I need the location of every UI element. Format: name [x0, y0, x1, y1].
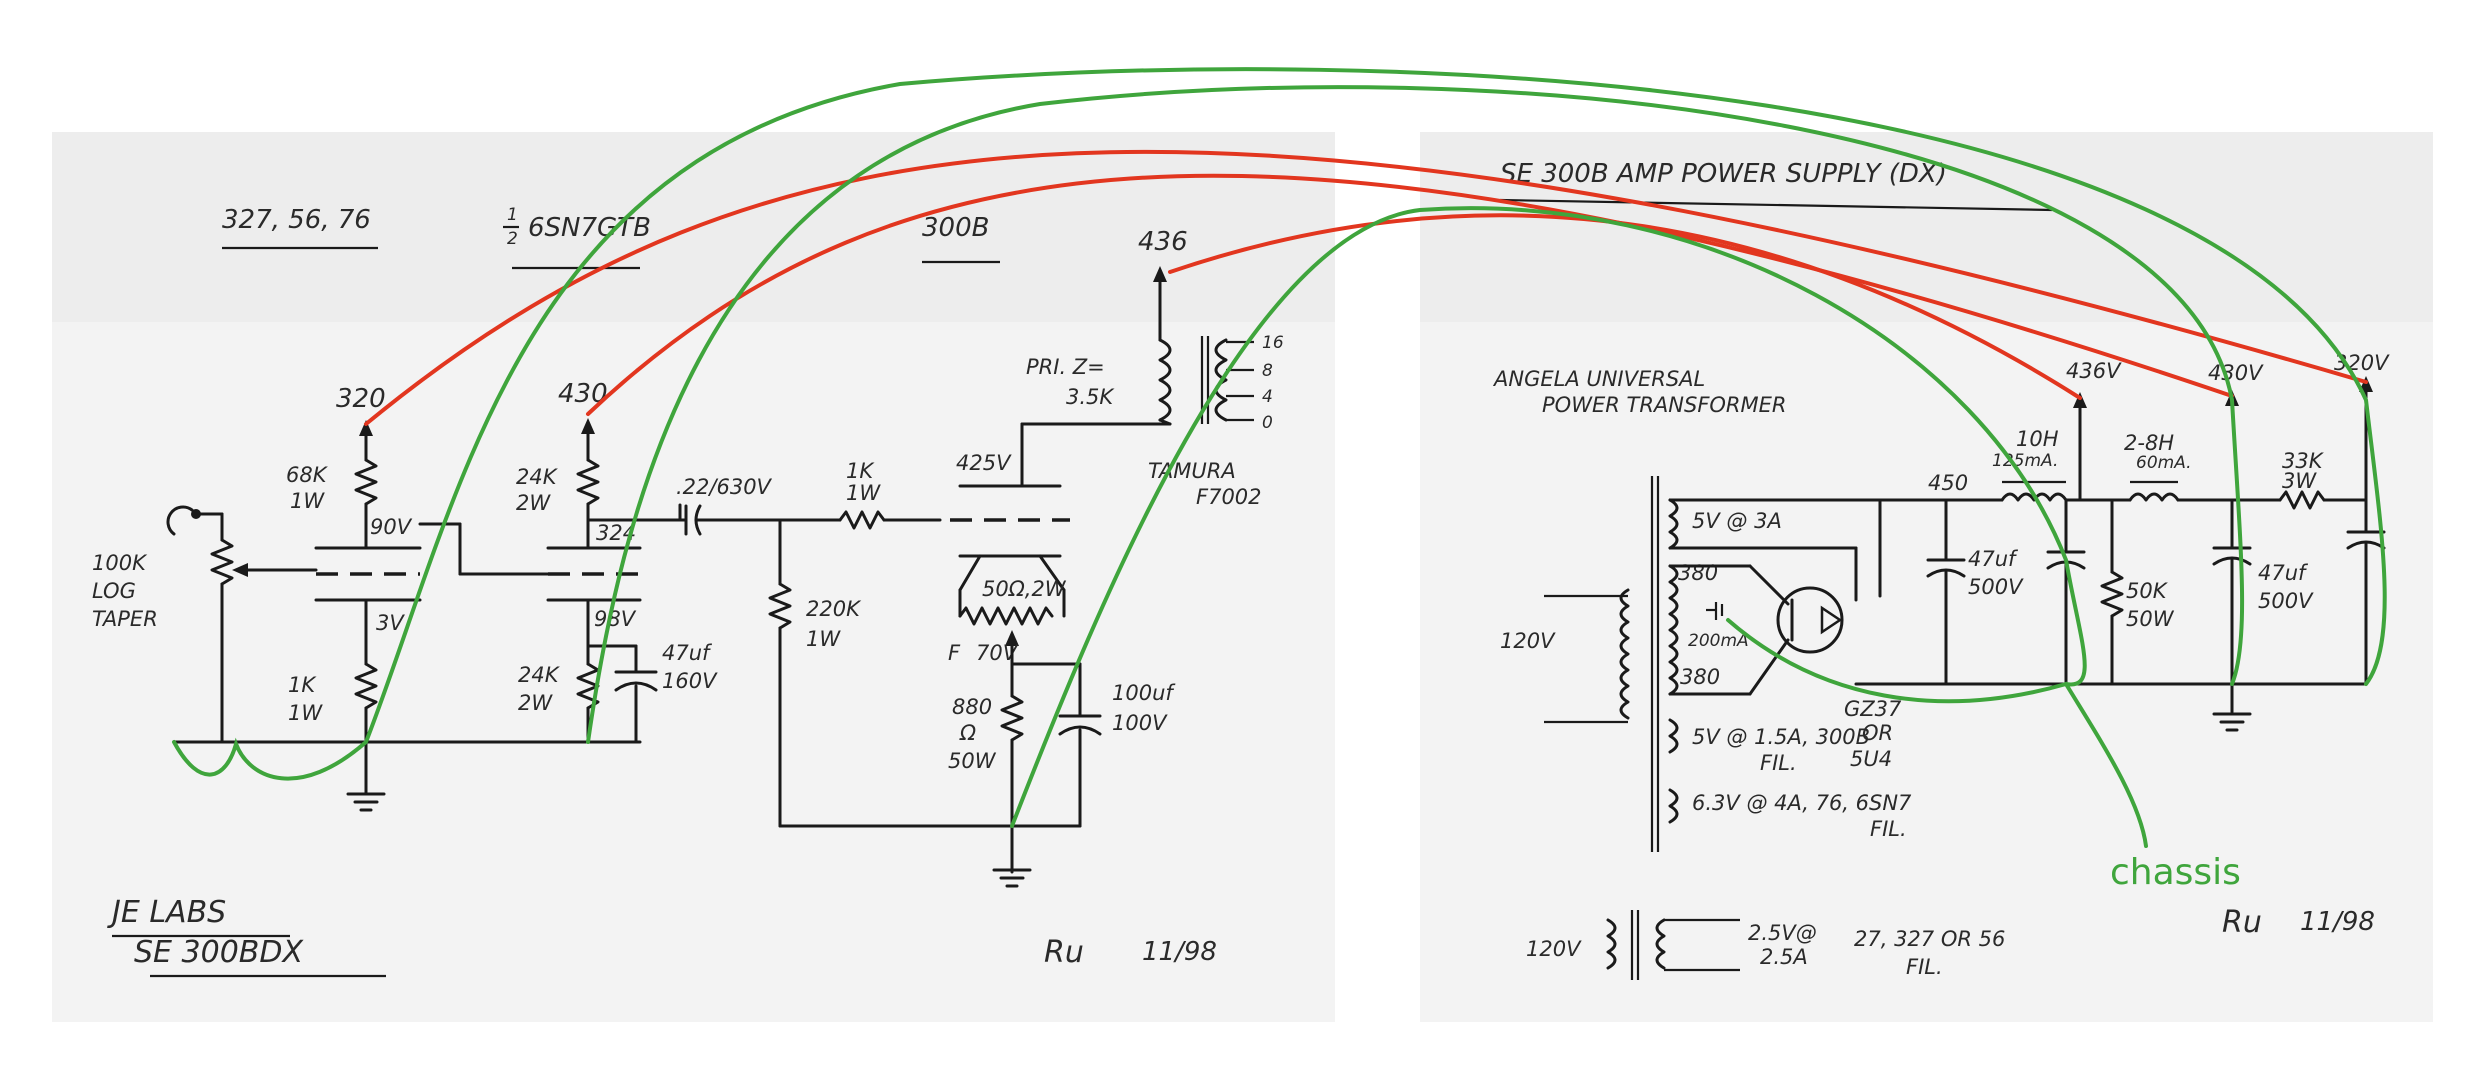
svg-text:2W: 2W: [516, 491, 551, 515]
output-436v: 436V: [2066, 359, 2122, 383]
svg-text:50W: 50W: [948, 749, 997, 773]
svg-text:125mA.: 125mA.: [1992, 451, 2058, 471]
svg-text:F: F: [948, 641, 961, 665]
ps-signature: Ru: [2222, 905, 2262, 940]
svg-text:380: 380: [1680, 665, 1720, 689]
svg-text:47uf: 47uf: [662, 641, 713, 665]
svg-text:5U4: 5U4: [1850, 747, 1892, 771]
svg-text:PRI. Z=: PRI. Z=: [1026, 355, 1105, 379]
header-rectifier-tubes: 327, 56, 76: [222, 205, 371, 235]
svg-text:90V: 90V: [370, 515, 413, 539]
svg-text:50K: 50K: [2126, 579, 2169, 603]
svg-text:1K: 1K: [846, 459, 875, 483]
svg-text:GZ37: GZ37: [1844, 697, 1902, 721]
svg-text:47uf: 47uf: [2258, 561, 2309, 585]
svg-text:.22/630V: .22/630V: [676, 475, 773, 499]
svg-text:100uf: 100uf: [1112, 681, 1176, 705]
link-320v: [364, 149, 2368, 426]
svg-text:1K: 1K: [288, 673, 317, 697]
svg-text:2.5V@: 2.5V@: [1748, 921, 1817, 945]
svg-text:F7002: F7002: [1196, 485, 1262, 509]
svg-text:POWER TRANSFORMER: POWER TRANSFORMER: [1542, 393, 1787, 417]
svg-text:2.5A: 2.5A: [1760, 945, 1808, 969]
link-436v: [1168, 213, 2082, 400]
svg-text:33K: 33K: [2282, 449, 2325, 473]
svg-text:FIL.: FIL.: [1906, 955, 1943, 979]
svg-text:24K: 24K: [516, 465, 559, 489]
svg-text:LOG: LOG: [92, 579, 136, 603]
svg-text:160V: 160V: [662, 669, 718, 693]
svg-text:OR: OR: [1862, 721, 1893, 745]
svg-text:1W: 1W: [806, 627, 841, 651]
svg-text:1W: 1W: [290, 489, 325, 513]
signature: Ru: [1044, 935, 1084, 970]
svg-text:FIL.: FIL.: [1760, 751, 1797, 775]
svg-text:FIL.: FIL.: [1870, 817, 1907, 841]
svg-text:68K: 68K: [286, 463, 329, 487]
svg-text:6.3V @ 4A, 76, 6SN7: 6.3V @ 4A, 76, 6SN7: [1692, 791, 1912, 815]
svg-text:16: 16: [1262, 333, 1284, 353]
svg-text:5V @ 3A: 5V @ 3A: [1692, 509, 1782, 533]
svg-text:100V: 100V: [1112, 711, 1168, 735]
ground-link-output: [1010, 206, 2087, 828]
output-430v: 430V: [2208, 361, 2264, 385]
mains-voltage: 120V: [1500, 629, 1556, 653]
svg-text:10H: 10H: [2016, 427, 2059, 451]
svg-text:500V: 500V: [2258, 589, 2314, 613]
ps-date-label: 11/98: [2300, 907, 2375, 937]
svg-text:1: 1: [507, 205, 518, 225]
amplifier-schematic-sheet: 327, 56, 76 1 2 6SN7GTB 300B 320 68K 1W …: [52, 132, 1335, 1022]
svg-text:24K: 24K: [518, 663, 561, 687]
svg-text:2W: 2W: [518, 691, 553, 715]
svg-text:98V: 98V: [594, 607, 637, 631]
svg-text:200mA: 200mA: [1688, 631, 1749, 651]
ground-link-chassis: [1726, 618, 2148, 848]
svg-text:3V: 3V: [376, 611, 405, 635]
svg-text:880: 880: [952, 695, 992, 719]
svg-text:3W: 3W: [2282, 469, 2317, 493]
svg-text:50Ω,2W: 50Ω,2W: [982, 577, 1067, 601]
svg-text:27, 327 OR 56: 27, 327 OR 56: [1854, 927, 2005, 951]
svg-text:50W: 50W: [2126, 607, 2175, 631]
svg-text:450: 450: [1928, 471, 1968, 495]
svg-text:220K: 220K: [806, 597, 862, 621]
output-transformer-label: TAMURA: [1148, 459, 1236, 483]
volume-pot-label: 100K: [92, 551, 148, 575]
power-transformer-label: ANGELA UNIVERSAL: [1492, 367, 1705, 391]
brand-label: JE LABS: [107, 895, 226, 930]
svg-text:500V: 500V: [1968, 575, 2024, 599]
svg-text:TAPER: TAPER: [92, 607, 158, 631]
header-output-tube: 300B: [922, 213, 989, 243]
svg-text:0: 0: [1262, 413, 1273, 433]
svg-text:Ω: Ω: [959, 721, 976, 745]
svg-text:2: 2: [507, 229, 518, 249]
svg-text:47uf: 47uf: [1968, 547, 2019, 571]
svg-text:425V: 425V: [956, 451, 1012, 475]
ground-link-driver: [586, 85, 2245, 744]
model-label: SE 300BDX: [134, 935, 304, 970]
ground-link-input: [172, 67, 2387, 781]
svg-text:1W: 1W: [288, 701, 323, 725]
svg-text:8: 8: [1262, 361, 1273, 381]
svg-text:1W: 1W: [846, 481, 881, 505]
power-supply-title: SE 300B AMP POWER SUPPLY (DX): [1500, 159, 1947, 189]
svg-text:3.5K: 3.5K: [1066, 385, 1115, 409]
date-label: 11/98: [1142, 937, 1217, 967]
annotation-overlay: chassis: [172, 67, 2387, 893]
chassis-label: chassis: [2110, 852, 2241, 893]
node-436: 436: [1138, 227, 1188, 257]
svg-text:60mA.: 60mA.: [2136, 453, 2192, 473]
output-320v: 320V: [2334, 351, 2390, 375]
svg-text:2-8H: 2-8H: [2124, 431, 2174, 455]
svg-text:4: 4: [1262, 387, 1273, 407]
filament-mains-voltage: 120V: [1526, 937, 1582, 961]
svg-text:5V @ 1.5A, 300B: 5V @ 1.5A, 300B: [1692, 725, 1870, 749]
header-driver-tube: 6SN7GTB: [528, 213, 651, 243]
node-320: 320: [336, 384, 386, 414]
